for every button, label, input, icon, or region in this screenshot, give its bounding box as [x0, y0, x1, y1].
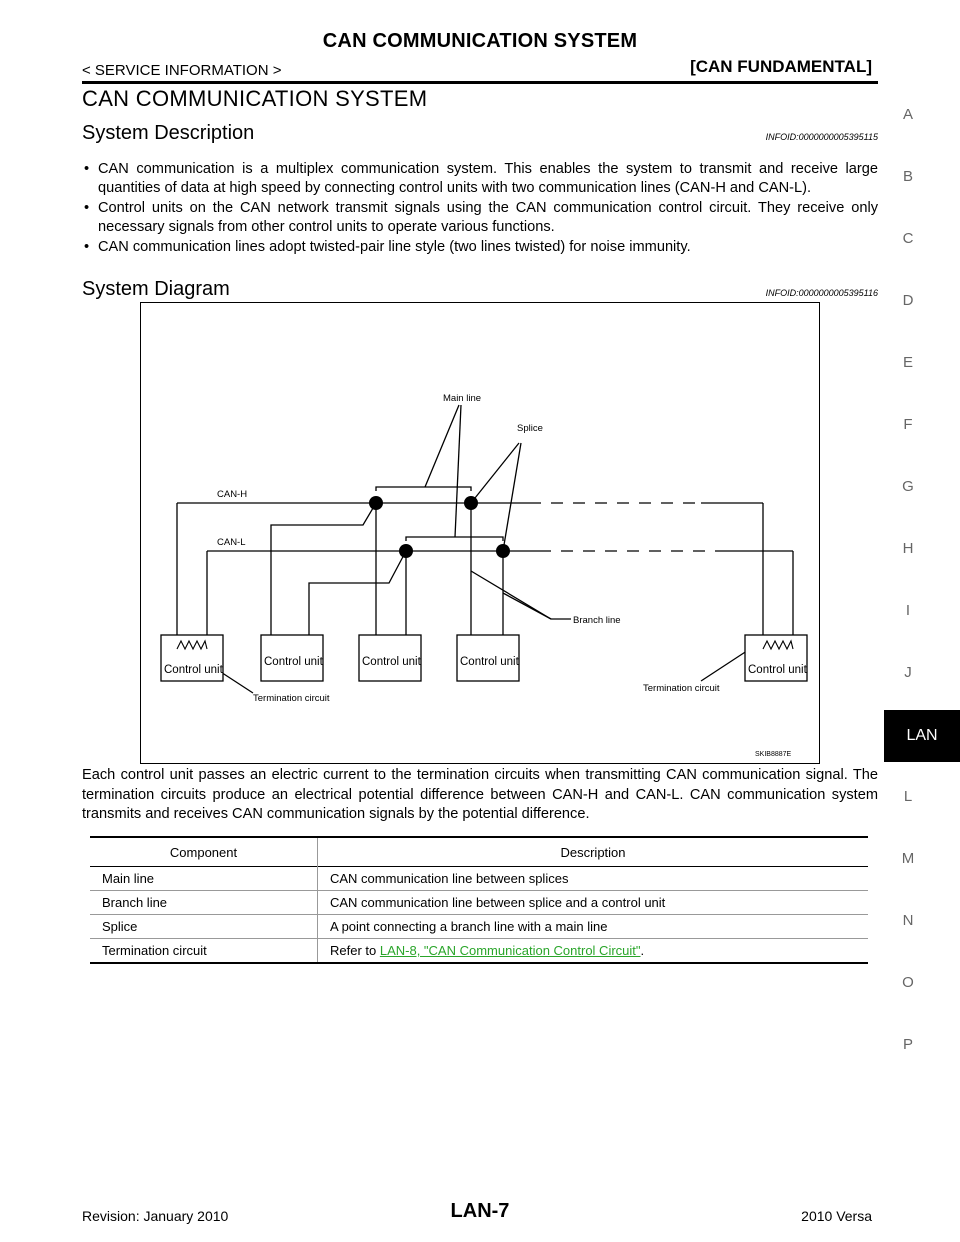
bullet-item: Control units on the CAN network transmi…	[82, 199, 878, 237]
control-unit-box	[358, 634, 422, 682]
table-row: Main line CAN communication line between…	[90, 866, 868, 891]
component-cell: Branch line	[90, 890, 318, 915]
description-suffix: .	[640, 943, 645, 958]
index-letter-n[interactable]: N	[902, 912, 914, 929]
splice-dot	[369, 496, 383, 510]
table-row: Termination circuit Refer to LAN-8, "CAN…	[90, 938, 869, 964]
lan-8-reference-link[interactable]: LAN-8, "CAN Communication Control Circui…	[379, 943, 641, 958]
index-letter-i[interactable]: I	[905, 602, 911, 619]
footer-revision: Revision: January 2010	[82, 1208, 229, 1224]
table-row: Splice A point connecting a branch line …	[90, 914, 868, 939]
index-letter-f[interactable]: F	[903, 416, 913, 433]
description-cell: CAN communication line between splice an…	[330, 895, 666, 910]
control-unit-label: Control unit	[460, 656, 520, 668]
description-cell: Refer to LAN-8, "CAN Communication Contr…	[318, 939, 869, 964]
breadcrumb: < SERVICE INFORMATION >	[82, 62, 282, 79]
running-header-title: CAN COMMUNICATION SYSTEM	[322, 30, 638, 52]
index-letter-a[interactable]: A	[902, 106, 913, 123]
header-rule	[82, 81, 878, 84]
termination-paragraph: Each control unit passes an electric cur…	[82, 767, 878, 822]
can-l-label: CAN-L	[217, 537, 246, 548]
index-letter-g[interactable]: G	[902, 478, 914, 495]
can-h-label: CAN-H	[217, 489, 247, 500]
splice-dot	[464, 496, 478, 510]
control-unit-box	[160, 634, 224, 682]
index-letter-e[interactable]: E	[902, 354, 913, 371]
system-diagram-heading: System Diagram	[82, 278, 230, 300]
description-cell: A point connecting a branch line with a …	[330, 919, 608, 934]
component-cell: Termination circuit	[90, 938, 318, 963]
system-description-infoid: INFOID:0000000005395115	[765, 132, 878, 142]
section-tag: [CAN FUNDAMENTAL]	[690, 57, 872, 76]
index-letter-p[interactable]: P	[902, 1036, 913, 1053]
index-tab-lan[interactable]: LAN	[884, 710, 960, 762]
column-header: Description	[560, 844, 626, 860]
control-unit-label: Control unit	[748, 664, 808, 676]
system-description-heading: System Description	[82, 122, 255, 144]
bullet-item: CAN communication is a multiplex communi…	[82, 160, 878, 198]
control-unit-box	[456, 634, 520, 682]
splice-label: Splice	[517, 423, 543, 434]
index-letter-m[interactable]: M	[901, 850, 915, 867]
main-line-label: Main line	[443, 393, 481, 404]
component-cell: Splice	[90, 914, 318, 939]
footer-page-number: LAN-7	[450, 1200, 510, 1222]
component-cell: Main line	[90, 866, 318, 891]
column-header: Component	[90, 837, 318, 867]
index-letter-c[interactable]: C	[902, 230, 914, 247]
can-system-diagram: Main line Splice CAN-H CAN-L Branch line…	[140, 302, 820, 764]
splice-dot	[496, 544, 510, 558]
control-unit-label: Control unit	[362, 656, 422, 668]
description-prefix: Refer to	[330, 943, 380, 958]
index-letter-j[interactable]: J	[904, 664, 912, 681]
description-cell: CAN communication line between splices	[330, 871, 569, 886]
splice-dot	[399, 544, 413, 558]
termination-circuit-left-label: Termination circuit	[253, 693, 330, 704]
page-title: CAN COMMUNICATION SYSTEM	[82, 86, 428, 111]
table-row: Branch line CAN communication line betwe…	[90, 890, 868, 915]
index-letter-h[interactable]: H	[902, 540, 914, 557]
index-letter-d[interactable]: D	[902, 292, 914, 309]
description-bullets: CAN communication is a multiplex communi…	[82, 160, 878, 258]
diagram-svg: Main line Splice CAN-H CAN-L Branch line…	[160, 393, 808, 758]
control-unit-label: Control unit	[264, 656, 324, 668]
index-letter-b[interactable]: B	[902, 168, 913, 185]
termination-circuit-right-label: Termination circuit	[643, 683, 720, 694]
control-unit-box	[260, 634, 324, 682]
branch-line-label: Branch line	[573, 615, 621, 626]
figure-code: SKIB8887E	[755, 751, 792, 758]
system-diagram-infoid: INFOID:0000000005395116	[765, 288, 878, 298]
bullet-item: CAN communication lines adopt twisted-pa…	[82, 238, 878, 257]
footer-model: 2010 Versa	[801, 1208, 872, 1224]
index-letter-o[interactable]: O	[902, 974, 914, 991]
component-table: Component Description Main line CAN comm…	[90, 836, 868, 964]
table-header-row: Component Description	[90, 837, 868, 867]
control-unit-label: Control unit	[164, 664, 224, 676]
index-letter-l[interactable]: L	[903, 788, 913, 805]
